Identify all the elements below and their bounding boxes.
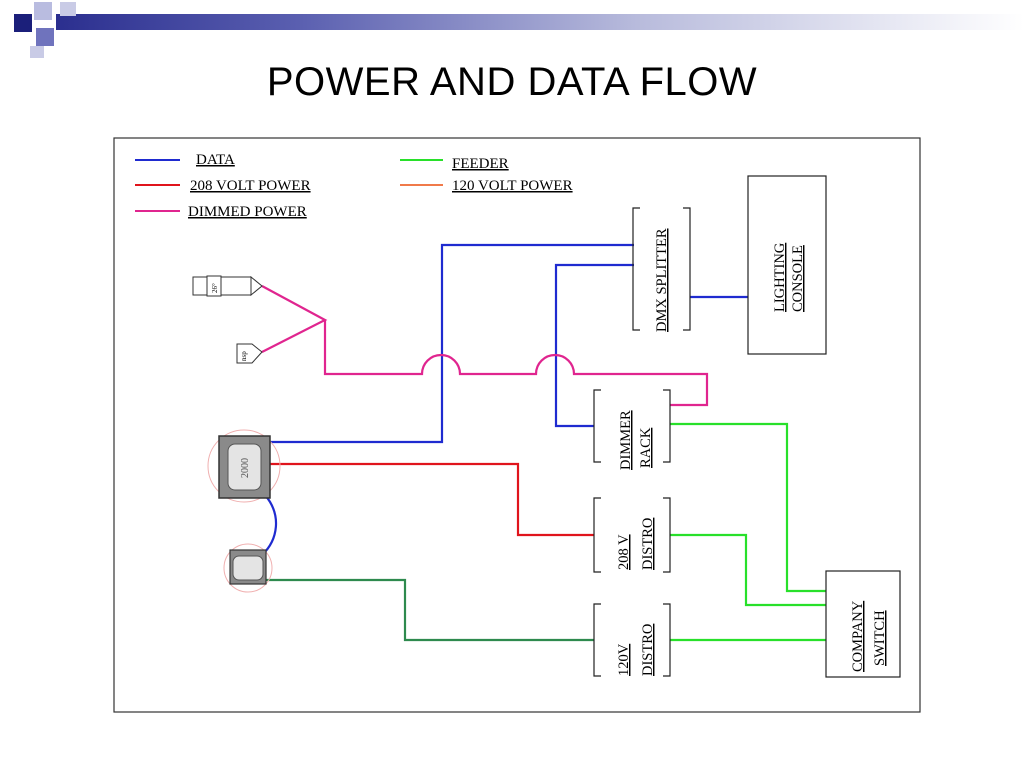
lighting-console-label-2: CONSOLE [790, 245, 806, 312]
data-line-dimmer [554, 263, 634, 428]
lighting-fixture-ellipsoidal-icon: 26° [192, 275, 263, 297]
fixture-1-label: 26° [211, 283, 219, 293]
dimmed-main-line [323, 320, 709, 407]
company-switch-box: COMPANY SWITCH [825, 570, 901, 678]
distro-120-box: 120V DISTRO [593, 603, 671, 677]
data-line-main [270, 243, 634, 444]
corner-square-dark [14, 14, 32, 32]
legend: DATA 208 VOLT POWER DIMMED POWER FEEDER … [135, 152, 573, 220]
distro-208-label-1: 208 V [616, 534, 632, 570]
slide-title: POWER AND DATA FLOW [266, 60, 758, 104]
lighting-console-box: LIGHTING CONSOLE [747, 175, 827, 355]
dimmer-rack-label-2: RACK [638, 427, 654, 468]
distro-120-label-2: DISTRO [640, 624, 656, 676]
feeder-lines [670, 422, 826, 642]
dimmed-power-lines [261, 285, 709, 407]
corner-square-light [30, 46, 44, 58]
legend-label-208v: 208 VOLT POWER [190, 178, 311, 194]
feeder-dimmer [670, 422, 826, 593]
distro-120-label-1: 120V [616, 643, 632, 676]
lighting-fixture-par-icon: nsp [236, 343, 263, 364]
legend-label-120v: 120 VOLT POWER [452, 178, 573, 194]
distro-208-label-2: DISTRO [640, 518, 656, 570]
power-208-line [270, 462, 594, 537]
header-gradient-bar [56, 14, 1024, 30]
small-unit-icon [223, 543, 273, 593]
power-120-line [265, 578, 594, 642]
corner-square-light [60, 2, 76, 16]
dimmer-rack-label-1: DIMMER [618, 410, 634, 470]
lighting-console-label-1: LIGHTING [772, 242, 788, 312]
feeder-208 [670, 533, 826, 607]
legend-label-data: DATA [196, 152, 235, 168]
company-switch-label-1: COMPANY [850, 600, 866, 672]
dmx-splitter-label: DMX SPLITTER [654, 228, 670, 332]
corner-square-mid [36, 28, 54, 46]
legend-label-feeder: FEEDER [452, 156, 509, 172]
company-switch-label-2: SWITCH [872, 610, 888, 666]
corner-square-light [34, 2, 52, 20]
dimmer-rack-box: DIMMER RACK [593, 389, 671, 470]
power-unit-label: 2000 [240, 458, 251, 478]
fixture-2-label: nsp [240, 351, 248, 361]
dmx-splitter-box: DMX SPLITTER [632, 207, 691, 332]
legend-label-dimmed: DIMMED POWER [188, 204, 307, 220]
power-unit-2000-icon: 2000 [207, 429, 281, 503]
distro-208-box: 208 V DISTRO [593, 497, 671, 573]
